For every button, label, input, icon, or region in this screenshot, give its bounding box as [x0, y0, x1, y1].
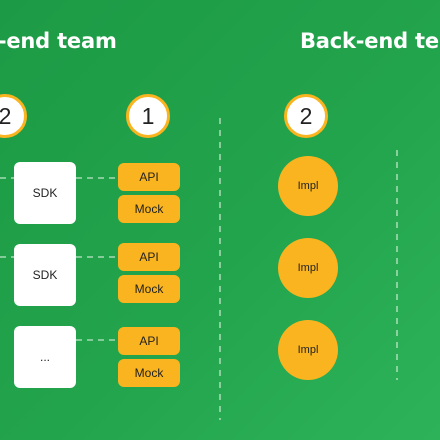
mock-pill: Mock: [118, 275, 180, 303]
step-1-badge: 1: [126, 94, 170, 138]
ellipsis-box: ...: [14, 326, 76, 388]
api-pill: API: [118, 163, 180, 191]
api-pill: API: [118, 327, 180, 355]
impl-circle: Impl: [278, 156, 338, 216]
mock-pill: Mock: [118, 359, 180, 387]
sdk-box: SDK: [14, 244, 76, 306]
impl-circle: Impl: [278, 238, 338, 298]
impl-circle: Impl: [278, 320, 338, 380]
api-pill: API: [118, 243, 180, 271]
frontend-team-title: t-end team: [0, 29, 117, 53]
mock-pill: Mock: [118, 195, 180, 223]
sdk-box: SDK: [14, 162, 76, 224]
step-2-badge: 2: [284, 94, 328, 138]
backend-team-title: Back-end te: [300, 29, 439, 53]
